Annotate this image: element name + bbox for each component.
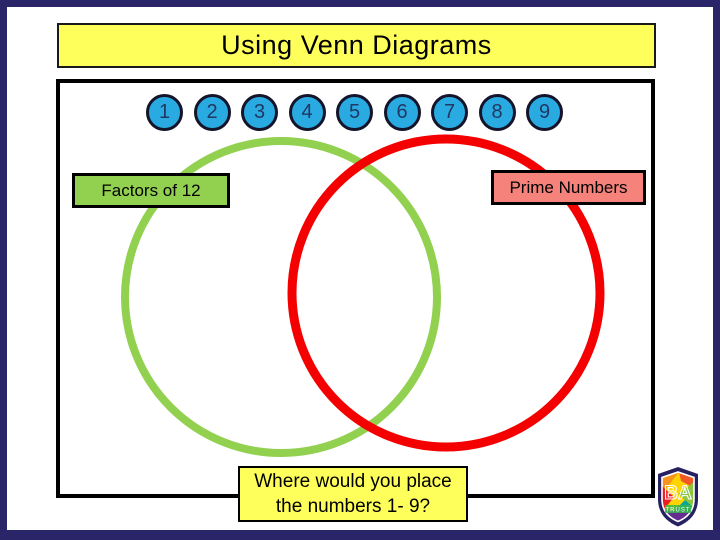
number-chip-3[interactable]: 3: [241, 94, 278, 131]
logo-letters: BA: [664, 483, 692, 504]
factors-label: Factors of 12: [72, 173, 230, 208]
slide-title: Using Venn Diagrams: [57, 23, 656, 68]
frame-edge-right: [713, 0, 720, 540]
frame-edge-bottom: [0, 530, 720, 540]
number-chip-7[interactable]: 7: [431, 94, 468, 131]
primes-label: Prime Numbers: [491, 170, 646, 205]
number-chip-8[interactable]: 8: [478, 94, 516, 131]
question-line-2: the numbers 1- 9?: [275, 496, 431, 517]
question-box: Where would you place the numbers 1- 9?: [238, 466, 468, 522]
number-chip-9[interactable]: 9: [526, 94, 563, 131]
number-chip-2[interactable]: 2: [193, 94, 231, 131]
ba-trust-logo: BA TRUST: [658, 467, 698, 527]
number-chip-1[interactable]: 1: [146, 94, 183, 131]
frame-edge-left: [0, 0, 7, 540]
question-line-1: Where would you place: [254, 471, 452, 492]
diagram-panel: [56, 79, 655, 498]
logo-sub-text: TRUST: [666, 508, 691, 514]
number-chip-5[interactable]: 5: [336, 94, 373, 131]
frame-edge-top: [0, 0, 720, 7]
number-chip-4[interactable]: 4: [288, 94, 326, 131]
number-chip-6[interactable]: 6: [383, 94, 421, 131]
